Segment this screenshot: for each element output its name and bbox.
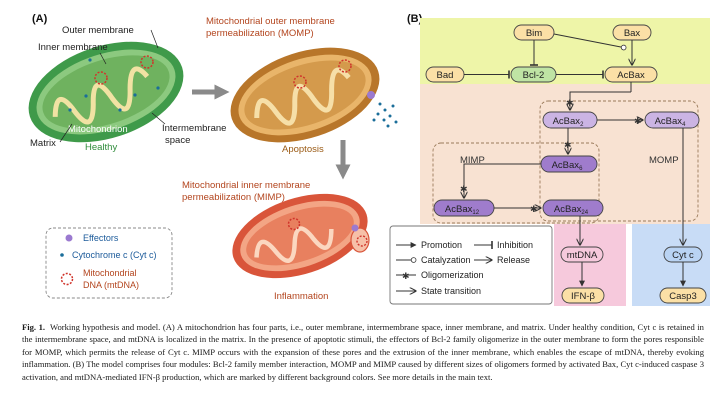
mimp-title-1: Mitochondrial inner membrane [182,180,310,191]
edge-acbax6-to-acbax12 [464,163,541,198]
edge-bim-catalyzes-bax [553,33,627,51]
panel-a-label: (A) [32,13,48,25]
node-bax-label: Bax [624,28,641,39]
node-bad-label: Bad [437,70,454,81]
panel-b: (B) Bim Bax Bad Bcl-2 AcBax MIMP MOMP ✱ [389,13,710,306]
legend-promotion: Promotion [421,240,462,250]
outer-membrane-label: Outer membrane [62,25,134,36]
mtdna-icon [60,272,74,286]
legend-cytc: Cytochrome c (Cyt c) [72,250,157,260]
oligomerization-mark-2: ✱ [634,116,642,126]
figure-caption: Fig. 1. Working hypothesis and model. (A… [22,321,704,383]
cytc-icon [60,253,64,257]
module-bcl2-background [420,18,710,84]
edge-acbax-to-acbax2-path [570,91,631,110]
node-bim-label: Bim [526,28,542,39]
inflammation-mitochondrion [232,193,370,279]
released-cytc-dots [372,102,398,128]
mimp-dashed-region [432,142,600,224]
mimp-label: MIMP [460,155,485,166]
node-casp3-label: Casp3 [669,291,696,302]
panel-b-label: (B) [407,13,423,25]
legend-inhibition: Inhibition [497,240,533,250]
momp-label: MOMP [649,155,679,166]
caption-text: Working hypothesis and model. (A) A mito… [22,322,704,382]
oligomerization-mark-1: ✱ [566,98,574,108]
legend-state-transition: State transition [421,286,481,296]
legend-mtdna-1: Mitochondrial [83,268,137,278]
node-ifnb-label: IFN-β [571,291,595,302]
node-acbax4 [644,111,700,129]
momp-dashed-region [539,100,699,222]
effector-icon [65,234,73,242]
figure: (A) Outer membrane Inner membrane Mitoch… [28,13,710,306]
intermembrane-label-2: space [165,135,190,146]
node-acbax24-label: AcBax24 [554,204,589,216]
node-acbax24 [542,199,604,217]
caption-label: Fig. 1. [22,322,46,332]
oligomerization-mark-4: ✱ [460,184,468,194]
legend-oligomerization: Oligomerization [421,270,484,280]
node-acbax-label: AcBax [617,70,645,81]
matrix-label: Matrix [30,138,56,149]
oligomerization-star-icon: ✱ [402,271,410,281]
inflammation-label: Inflammation [274,291,328,302]
mitochondrion-label: Mitochondrion [68,124,128,135]
panel-a-legend: Effectors Cytochrome c (Cyt c) Mitochond… [45,227,173,299]
legend-mtdna-2: DNA (mtDNA) [83,280,139,290]
apoptosis-mitochondrion [230,47,380,143]
node-bcl2-label: Bcl-2 [523,70,545,81]
node-acbax12-label: AcBax12 [445,204,480,216]
legend-catalyzation: Catalyzation [421,255,471,265]
node-acbax2-label: AcBax2 [553,116,584,128]
apoptosis-label: Apoptosis [282,144,324,155]
node-ifnb [561,287,605,304]
healthy-label: Healthy [85,142,117,153]
node-casp3 [659,287,707,304]
node-mtdna-label: mtDNA [567,250,598,261]
panel-b-legend: Promotion Inhibition Catalyzation Releas… [389,225,553,305]
momp-title-1: Mitochondrial outer membrane [206,16,335,27]
inner-membrane-label: Inner membrane [38,42,108,53]
mimp-title-2: permeabilization (MIMP) [182,192,285,203]
node-acbax4-label: AcBax4 [655,116,686,128]
legend-effectors: Effectors [83,233,119,243]
oligomerization-mark-3: ✱ [564,140,572,150]
healthy-mitochondrion [28,41,184,143]
intermembrane-label-1: Intermembrane [162,123,226,134]
legend-release: Release [497,255,530,265]
momp-title-2: permeabilization (MOMP) [206,28,314,39]
node-acbax6-label: AcBax6 [552,160,583,172]
oligomerization-mark-5: ✱ [530,204,538,214]
panel-a: (A) Outer membrane Inner membrane Mitoch… [28,13,398,302]
node-cytc-label: Cyt c [672,250,694,261]
